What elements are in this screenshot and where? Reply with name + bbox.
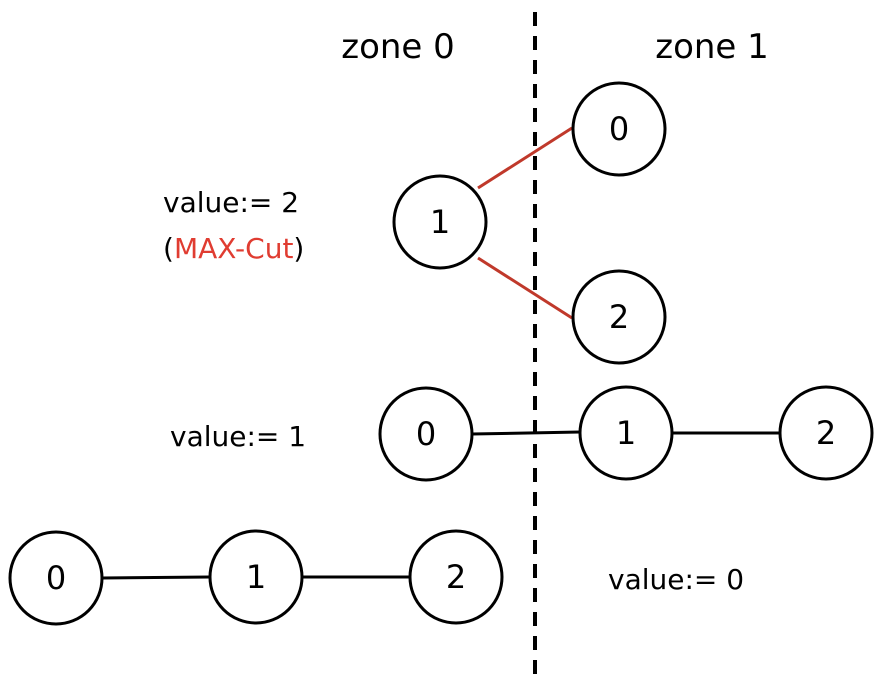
node-circle [392,174,488,270]
node-label: 1 [246,558,266,596]
edge-cut-1-0 [477,126,573,190]
value-label-maxcut: value:= 2 [163,186,299,219]
node-circle [571,81,667,177]
node-label: 0 [609,110,629,148]
node-circle [8,530,104,626]
row-value-0: 0 1 2 value:= 0 [8,529,744,626]
row-maxcut: 1 0 2 value:= 2 (MAX-Cut) [163,81,667,365]
value-label-1: value:= 1 [170,420,306,453]
edge-0-1 [471,430,581,436]
node-label: 2 [609,298,629,336]
annotation-close-paren: ) [293,232,304,265]
annotation-open-paren: ( [163,232,174,265]
zone-1-label: zone 1 [655,27,769,67]
node-circle [778,385,874,481]
zone-0-label: zone 0 [341,27,455,67]
value-label-0: value:= 0 [608,563,744,596]
maxcut-annotation: (MAX-Cut) [163,232,304,265]
node-label: 1 [430,203,450,241]
node-circle [571,269,667,365]
node-label: 0 [46,559,66,597]
node-circle [378,386,474,482]
edge-cut-1-2 [477,256,573,320]
node-circle [408,529,504,625]
node-label: 2 [816,414,836,452]
node-label: 2 [446,558,466,596]
maxcut-highlight: MAX-Cut [174,232,294,265]
node-circle [578,385,674,481]
node-circle [208,529,304,625]
node-label: 0 [416,415,436,453]
node-label: 1 [616,414,636,452]
row-value-1: 0 1 2 value:= 1 [170,385,874,482]
edge-0-1 [101,575,211,580]
